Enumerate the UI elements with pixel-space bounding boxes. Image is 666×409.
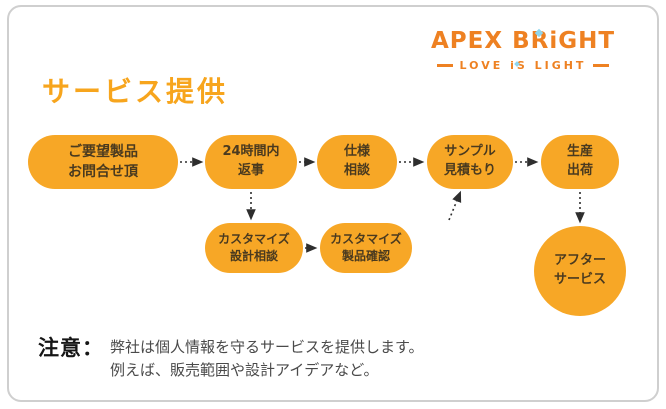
flow-node-custom-design: カスタマイズ 設計相談 (205, 223, 303, 273)
brand-name: APEX BRiGHT (430, 28, 616, 54)
flow-node-label: 生産 (566, 144, 593, 160)
flow-node-label: 相談 (343, 163, 370, 178)
flow-node-spec-consult: 仕様 相談 (317, 135, 397, 189)
flow-node-label: アフター (553, 253, 606, 269)
flow-node-inquiry: ご要望製品 お問合せ頂 (28, 135, 178, 189)
flow-node-label: 24時間内 (222, 144, 280, 160)
notice-line-2: 例えば、販売範囲や設計アイデアなど。 (110, 361, 379, 380)
flow-node-reply-24h: 24時間内 返事 (205, 135, 297, 189)
flow-node-label: 仕様 (343, 144, 370, 160)
flow-node-label: サービス (553, 272, 606, 287)
flow-node-label: 返事 (237, 163, 264, 178)
flow-node-label: 出荷 (566, 163, 593, 178)
notice-text: 弊社は個人情報を守るサービスを提供します。 例えば、販売範囲や設計アイデアなど。 (110, 332, 424, 383)
flow-node-label: 設計相談 (229, 249, 278, 263)
flow-node-custom-confirm: カスタマイズ 製品確認 (320, 223, 412, 273)
flow-node-sample-quote: サンプル 見積もり (427, 135, 513, 189)
notice-line-1: 弊社は個人情報を守るサービスを提供します。 (110, 338, 424, 356)
flow-node-after-service: アフター サービス (534, 226, 626, 316)
flow-node-label: サンプル (444, 144, 496, 160)
flow-node-label: 製品確認 (341, 249, 390, 263)
brand-tagline: LOVE iS LIGHT (416, 59, 630, 72)
flow-node-label: カスタマイズ (218, 231, 290, 246)
flow-node-label: 見積もり (443, 163, 496, 178)
flow-node-label: お問合せ頂 (68, 164, 138, 180)
notice-label: 注意： (38, 336, 104, 360)
flow-node-label: ご要望製品 (68, 143, 138, 160)
page-title: サービス提供 (42, 75, 229, 108)
brand-logo: APEX BRiGHT LOVE iS LIGHT (416, 28, 630, 72)
flow-node-production-ship: 生産 出荷 (541, 135, 619, 189)
notice-block: 注意： 弊社は個人情報を守るサービスを提供します。 例えば、販売範囲や設計アイデ… (38, 332, 424, 383)
flow-node-label: カスタマイズ (330, 231, 402, 246)
